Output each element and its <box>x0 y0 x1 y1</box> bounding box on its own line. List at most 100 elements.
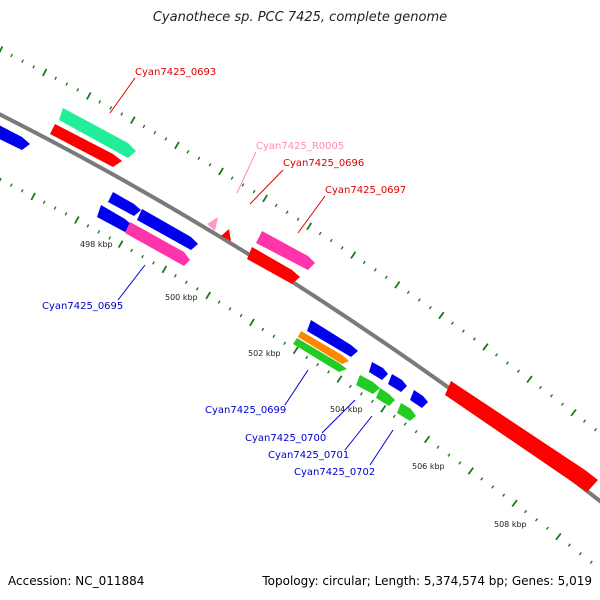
gene-feature[interactable] <box>137 209 198 250</box>
gene-label-0695[interactable]: Cyan7425_0695 <box>42 301 123 312</box>
tick-mark <box>316 362 320 367</box>
tick-mark <box>285 210 289 214</box>
tick-mark <box>86 91 92 100</box>
gene-feature[interactable] <box>445 381 598 492</box>
tick-mark <box>417 298 421 302</box>
kbp-label: 506 kbp <box>412 462 445 471</box>
tick-mark <box>153 130 157 135</box>
tick-mark <box>306 222 313 231</box>
gene-feature[interactable] <box>207 217 218 231</box>
tick-mark <box>184 280 188 285</box>
gene-feature[interactable] <box>221 229 231 241</box>
tick-mark <box>560 402 565 406</box>
gene-feature[interactable] <box>410 390 428 408</box>
gene-feature[interactable] <box>59 108 136 158</box>
gene-feature[interactable] <box>256 231 315 270</box>
leader-line-r0005 <box>236 151 257 194</box>
gene-label-0699[interactable]: Cyan7425_0699 <box>205 405 286 416</box>
tick-mark <box>359 392 363 396</box>
gene-feature[interactable] <box>0 123 30 150</box>
tick-mark <box>186 150 190 154</box>
kbp-label: 498 kbp <box>80 240 113 249</box>
gene-feature[interactable] <box>388 374 407 392</box>
tick-mark <box>480 477 484 481</box>
gene-feature[interactable] <box>307 320 358 357</box>
tick-mark <box>141 254 144 259</box>
gene-feature[interactable] <box>50 124 122 167</box>
gene-feature[interactable] <box>356 375 380 394</box>
tick-mark <box>142 124 146 129</box>
tick-mark <box>406 290 410 295</box>
gene-label-0696[interactable]: Cyan7425_0696 <box>283 158 364 169</box>
gene-label-0702[interactable]: Cyan7425_0702 <box>294 467 375 478</box>
tick-mark <box>524 509 528 514</box>
leader-line-0699 <box>284 369 309 406</box>
tick-mark <box>86 224 90 228</box>
tick-mark <box>152 261 155 265</box>
tick-mark <box>21 59 24 63</box>
tick-mark <box>380 404 387 413</box>
tick-mark <box>447 453 451 457</box>
gene-label-0693[interactable]: Cyan7425_0693 <box>135 67 216 78</box>
gene-label-r0005[interactable]: Cyan7425_R0005 <box>256 141 344 152</box>
tick-mark <box>567 543 571 547</box>
gene-label-0697[interactable]: Cyan7425_0697 <box>325 185 406 196</box>
tick-mark <box>120 112 124 116</box>
kbp-label: 508 kbp <box>494 520 527 529</box>
gene-feature[interactable] <box>376 388 395 406</box>
tick-mark <box>340 246 344 250</box>
tick-mark <box>370 399 374 403</box>
gene-feature[interactable] <box>293 338 347 372</box>
tick-mark <box>538 385 542 390</box>
tick-mark <box>534 518 539 522</box>
tick-mark <box>318 231 322 236</box>
tick-mark <box>428 305 432 310</box>
tick-mark <box>350 251 357 259</box>
tick-mark <box>589 560 593 564</box>
leader-line-0697 <box>297 195 326 234</box>
leader-line-0693 <box>109 77 136 114</box>
tick-mark <box>461 329 465 333</box>
kbp-label: 504 kbp <box>330 405 363 414</box>
gene-feature[interactable] <box>298 331 349 364</box>
kbp-labels: 498 kbp 500 kbp 502 kbp 504 kbp 506 kbp … <box>80 240 527 529</box>
tick-mark <box>208 163 212 167</box>
tick-mark <box>327 370 330 374</box>
tick-mark <box>130 116 136 125</box>
tick-mark <box>362 260 366 265</box>
tick-mark <box>555 532 562 541</box>
tick-mark <box>292 346 299 355</box>
tick-mark <box>54 76 58 81</box>
tick-mark <box>174 141 180 150</box>
tick-mark <box>195 287 199 291</box>
gene-feature[interactable] <box>397 403 416 421</box>
tick-mark <box>511 499 518 508</box>
gene-label-0700[interactable]: Cyan7425_0700 <box>245 433 326 444</box>
tick-mark <box>491 485 495 489</box>
tick-mark <box>505 361 509 365</box>
tick-mark <box>502 493 506 497</box>
gene-labels: Cyan7425_0693 Cyan7425_R0005 Cyan7425_06… <box>42 67 406 478</box>
gene-label-0701[interactable]: Cyan7425_0701 <box>268 450 349 461</box>
gene-feature[interactable] <box>108 192 141 216</box>
tick-mark <box>42 200 46 205</box>
leader-line-0702 <box>369 429 394 466</box>
tick-marks <box>0 45 598 564</box>
tick-mark <box>161 265 168 274</box>
tick-mark <box>570 408 577 417</box>
gene-feature[interactable] <box>125 222 190 266</box>
tick-mark <box>117 240 124 249</box>
tick-mark <box>0 45 4 54</box>
tick-mark <box>228 307 232 311</box>
tick-mark <box>272 334 276 338</box>
genome-summary: Topology: circular; Length: 5,374,574 bp… <box>262 574 592 588</box>
tick-mark <box>296 217 300 221</box>
gene-feature[interactable] <box>247 247 300 284</box>
tick-mark <box>274 203 278 208</box>
tick-mark <box>218 167 224 176</box>
tick-mark <box>98 100 102 104</box>
gene-feature[interactable] <box>97 205 133 232</box>
gene-feature[interactable] <box>369 362 388 380</box>
map-title: Cyanothece sp. PCC 7425, complete genome <box>152 10 448 25</box>
tick-mark <box>173 274 177 278</box>
